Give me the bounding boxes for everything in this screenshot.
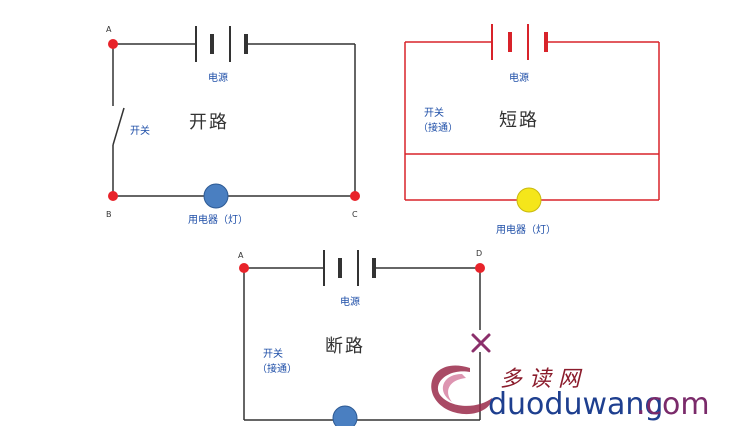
broken-circuit-node-d	[475, 263, 485, 273]
watermark-chinese: 多 读 网	[500, 367, 583, 392]
short-circuit-switch-label-1: 开关	[424, 106, 444, 119]
watermark-tld: .com	[636, 387, 710, 422]
broken-circuit-switch-label-1: 开关	[263, 347, 283, 360]
short-circuit-battery-label: 电源	[509, 71, 529, 84]
broken-circuit-switch-label-2: （接通）	[257, 362, 297, 375]
short-circuit-lamp	[516, 187, 542, 213]
open-circuit-battery	[195, 26, 248, 62]
short-circuit-panel: 电源 开关 （接通） 短路 用电器（灯）	[404, 24, 660, 236]
broken-circuit-panel: A D 电源 开关 （接通） 断路	[238, 249, 491, 426]
broken-circuit-battery-label: 电源	[340, 295, 360, 308]
broken-circuit-point-a-label: A	[238, 251, 244, 260]
watermark-swoosh-highlight-icon	[442, 374, 466, 402]
short-circuit-battery	[491, 24, 548, 60]
open-circuit-point-a-label: A	[106, 25, 112, 34]
broken-circuit-point-d-label: D	[476, 249, 482, 258]
watermark-logo: 多 读 网 duoduwang .com	[431, 365, 710, 422]
open-circuit-panel: A B C 电源 开关 开路 用电器（灯）	[106, 25, 360, 226]
open-circuit-wires	[112, 43, 356, 197]
open-circuit-point-c-label: C	[352, 210, 358, 219]
broken-circuit-node-a	[239, 263, 249, 273]
open-circuit-node-a	[108, 39, 118, 49]
short-circuit-title: 短路	[499, 110, 539, 131]
open-circuit-node-c	[350, 191, 360, 201]
open-circuit-battery-label: 电源	[208, 71, 228, 84]
broken-circuit-battery	[323, 250, 376, 286]
open-circuit-point-b-label: B	[106, 210, 112, 219]
short-circuit-switch-label-2: （接通）	[418, 121, 458, 134]
open-circuit-node-b	[108, 191, 118, 201]
open-circuit-switch-label: 开关	[130, 124, 150, 137]
watermark-domain: duoduwang	[488, 387, 663, 422]
open-circuit-lamp	[203, 183, 229, 209]
open-circuit-load-label: 用电器（灯）	[188, 213, 248, 226]
break-cross-icon	[471, 333, 491, 353]
short-circuit-load-label: 用电器（灯）	[496, 223, 556, 236]
watermark-swoosh-icon	[431, 365, 492, 415]
open-circuit-switch	[112, 107, 125, 146]
broken-circuit-title: 断路	[325, 336, 365, 357]
broken-circuit-lamp	[332, 405, 358, 426]
open-circuit-title: 开路	[189, 112, 229, 133]
